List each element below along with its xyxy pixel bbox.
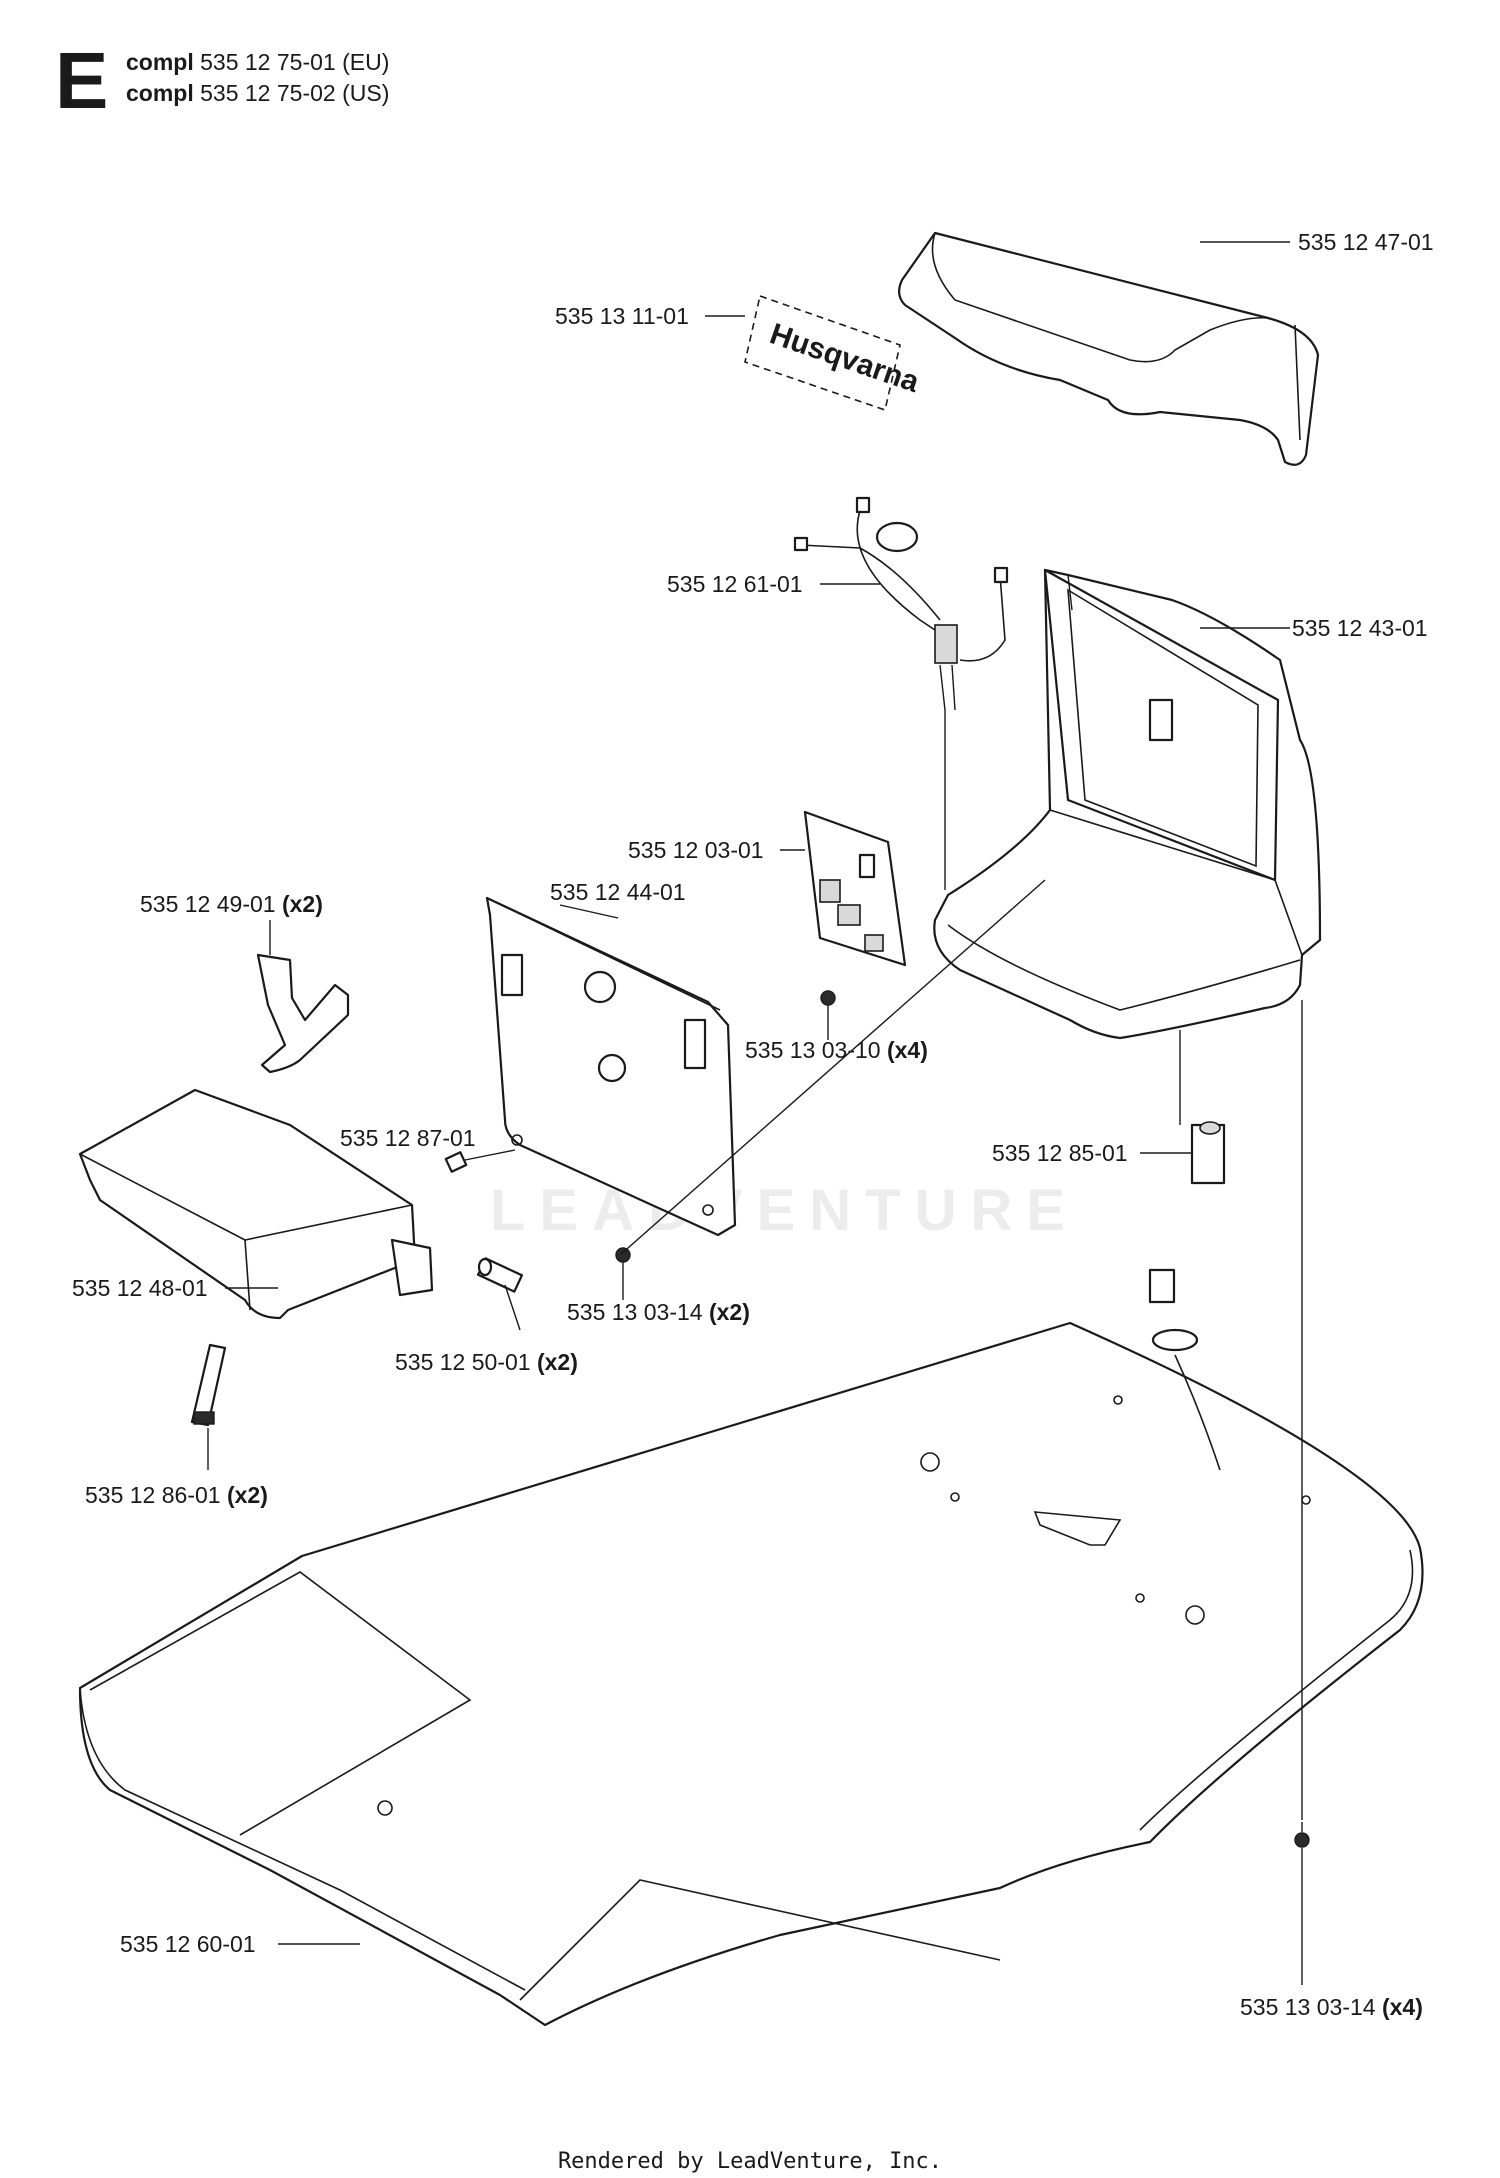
part-label: 535 12 48-01	[72, 1275, 208, 1301]
assembly-line-us: compl 535 12 75-02 (US)	[126, 80, 389, 106]
screw-bottom-drawing	[1294, 1822, 1310, 1848]
watermark: LEADVENTURE	[490, 1178, 1079, 1243]
base-plate-drawing	[78, 1268, 1424, 2027]
screw-small-drawing	[615, 1247, 631, 1263]
lid-drawing	[78, 1088, 434, 1320]
part-label: 535 12 03-01	[628, 837, 764, 863]
top-cover-drawing	[898, 231, 1320, 466]
part-label: 535 13 03-14 (x2)	[567, 1299, 750, 1325]
part-label: 535 12 43-01	[1292, 615, 1428, 641]
footer-credit: Rendered by LeadVenture, Inc.	[558, 2149, 942, 2174]
part-label: 535 12 60-01	[120, 1931, 256, 1957]
part-label: 535 12 61-01	[667, 571, 803, 597]
part-label: 535 12 86-01 (x2)	[85, 1482, 268, 1508]
husqvarna-decal-drawing: Husqvarna	[744, 294, 924, 412]
strip-drawing	[190, 1343, 227, 1427]
screw-drawing	[820, 990, 836, 1006]
part-label: 535 13 11-01	[555, 303, 689, 329]
husqvarna-logo: Husqvarna	[766, 317, 924, 399]
circuit-board-drawing	[803, 810, 907, 967]
sensor-drawing	[1190, 1121, 1226, 1185]
section-letter: E	[55, 36, 108, 125]
part-label: 535 12 87-01	[340, 1125, 476, 1151]
spacer-drawing	[476, 1257, 524, 1293]
part-label: 535 12 49-01 (x2)	[140, 891, 323, 917]
part-label: 535 12 85-01	[992, 1140, 1128, 1166]
part-label: 535 12 47-01	[1298, 229, 1434, 255]
part-label: 535 12 44-01	[550, 879, 686, 905]
assembly-line-eu: compl 535 12 75-01 (EU)	[126, 49, 389, 75]
part-label: 535 13 03-10 (x4)	[745, 1037, 928, 1063]
bracket-drawing	[256, 953, 350, 1074]
housing-drawing	[933, 568, 1322, 1040]
pin-drawing	[444, 1151, 468, 1173]
wire-harness-drawing	[793, 496, 1009, 711]
part-label: 535 12 50-01 (x2)	[395, 1349, 578, 1375]
part-label: 535 13 03-14 (x4)	[1240, 1994, 1423, 2020]
leader-lines	[207, 241, 1303, 1985]
back-plate-drawing	[485, 896, 737, 1237]
part-labels: 535 12 47-01 535 13 11-01 535 12 61-01 5…	[72, 229, 1434, 2020]
